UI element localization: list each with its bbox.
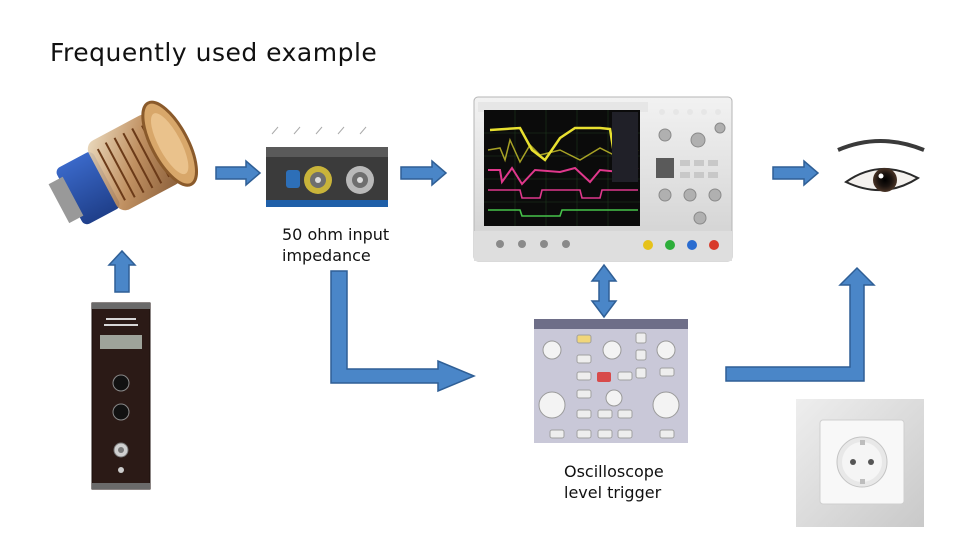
arrow-right-2 [401,161,446,185]
level-trigger-label: Oscilloscope level trigger [564,461,664,503]
human-eye-image [838,141,924,192]
arrow-up-nim [109,251,135,292]
input-impedance-label: 50 ohm input impedance [282,224,389,266]
nim-module-image [92,303,150,489]
power-outlet-image [796,399,924,527]
arrow-right-1 [216,161,260,185]
arrow-right-3 [773,161,818,185]
digital-oscilloscope-image [474,97,732,261]
arrow-elbow-to-eye [726,268,874,381]
trigger-control-panel-image [534,319,688,443]
arrow-double-vertical [592,265,616,317]
arrow-elbow-to-trigger [331,271,474,391]
photomultiplier-tube-image [37,95,207,244]
scope-input-connectors-image [266,127,388,207]
